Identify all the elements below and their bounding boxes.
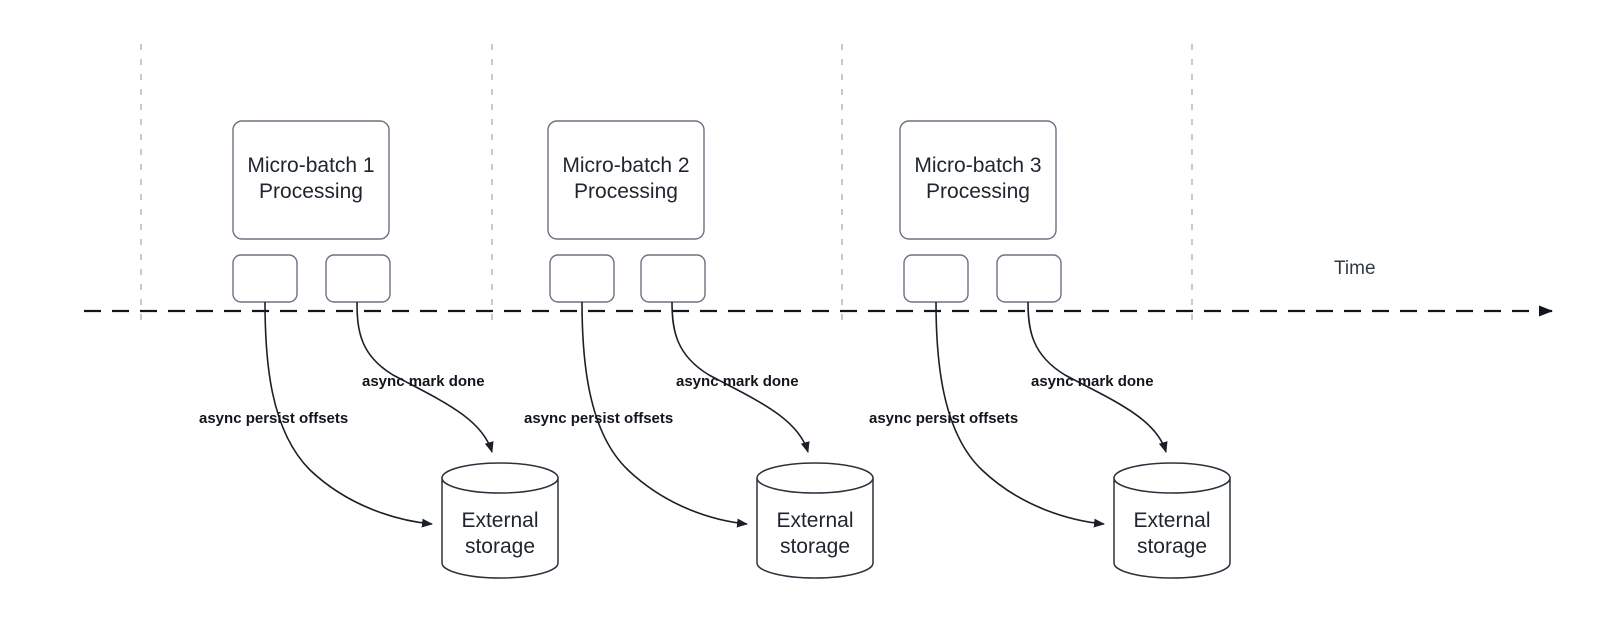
micro-batch-2-label-line2: Processing bbox=[574, 180, 678, 203]
time-axis: Time bbox=[84, 258, 1553, 317]
mark-done-label-3: async mark done bbox=[1031, 373, 1154, 390]
external-storage-1[interactable]: External storage bbox=[441, 462, 559, 579]
external-storage-1-label-line1: External bbox=[461, 509, 538, 532]
external-storage-1-body bbox=[441, 478, 559, 579]
micro-batch-3-label-line1: Micro-batch 3 bbox=[914, 154, 1041, 177]
micro-batch-1-label-line1: Micro-batch 1 bbox=[247, 154, 374, 177]
external-storage-2-label-line2: storage bbox=[780, 535, 850, 558]
group-1: Micro-batch 1 Processing External storag… bbox=[199, 120, 559, 579]
external-storage-2[interactable]: External storage bbox=[756, 462, 874, 579]
persist-offsets-label-3: async persist offsets bbox=[869, 410, 1018, 427]
external-storage-1-top bbox=[441, 462, 559, 494]
mark-done-arrow-3 bbox=[1027, 301, 1168, 453]
mark-done-label-2: async mark done bbox=[676, 373, 799, 390]
external-storage-3-top bbox=[1113, 462, 1231, 494]
external-storage-2-label-line1: External bbox=[776, 509, 853, 532]
micro-batch-2-label-line1: Micro-batch 2 bbox=[562, 154, 689, 177]
persist-offsets-label-2: async persist offsets bbox=[524, 410, 673, 427]
persist-offsets-arrow-3 bbox=[935, 301, 1105, 528]
persist-offsets-arrow-1 bbox=[264, 301, 433, 528]
mark-done-arrow-1 bbox=[356, 301, 494, 453]
external-storage-1-label-line2: storage bbox=[465, 535, 535, 558]
persist-offsets-arrow-2 bbox=[581, 301, 748, 528]
external-storage-2-top bbox=[756, 462, 874, 494]
mark-done-label-1: async mark done bbox=[362, 373, 485, 390]
external-storage-3[interactable]: External storage bbox=[1113, 462, 1231, 579]
external-storage-3-label-line2: storage bbox=[1137, 535, 1207, 558]
micro-batch-2-process-box[interactable] bbox=[547, 120, 705, 240]
persist-offsets-label-1: async persist offsets bbox=[199, 410, 348, 427]
group-3: Micro-batch 3 Processing External storag… bbox=[869, 120, 1231, 579]
micro-batch-1-task-box-b[interactable] bbox=[325, 254, 391, 303]
external-storage-2-body bbox=[756, 478, 874, 579]
micro-batch-2-task-box-a[interactable] bbox=[549, 254, 615, 303]
micro-batch-1-label-line2: Processing bbox=[259, 180, 363, 203]
micro-batch-3-process-box[interactable] bbox=[899, 120, 1057, 240]
micro-batch-3-label-line2: Processing bbox=[926, 180, 1030, 203]
external-storage-3-label-line1: External bbox=[1133, 509, 1210, 532]
micro-batch-3-task-box-a[interactable] bbox=[903, 254, 969, 303]
external-storage-3-body bbox=[1113, 478, 1231, 579]
time-axis-label: Time bbox=[1334, 258, 1376, 279]
micro-batch-1-process-box[interactable] bbox=[232, 120, 390, 240]
group-2: Micro-batch 2 Processing External storag… bbox=[524, 120, 874, 579]
mark-done-arrow-2 bbox=[671, 301, 810, 453]
micro-batch-2-task-box-b[interactable] bbox=[640, 254, 706, 303]
micro-batch-1-task-box-a[interactable] bbox=[232, 254, 298, 303]
batch-boundary-lines bbox=[140, 44, 1193, 320]
micro-batch-3-task-box-b[interactable] bbox=[996, 254, 1062, 303]
